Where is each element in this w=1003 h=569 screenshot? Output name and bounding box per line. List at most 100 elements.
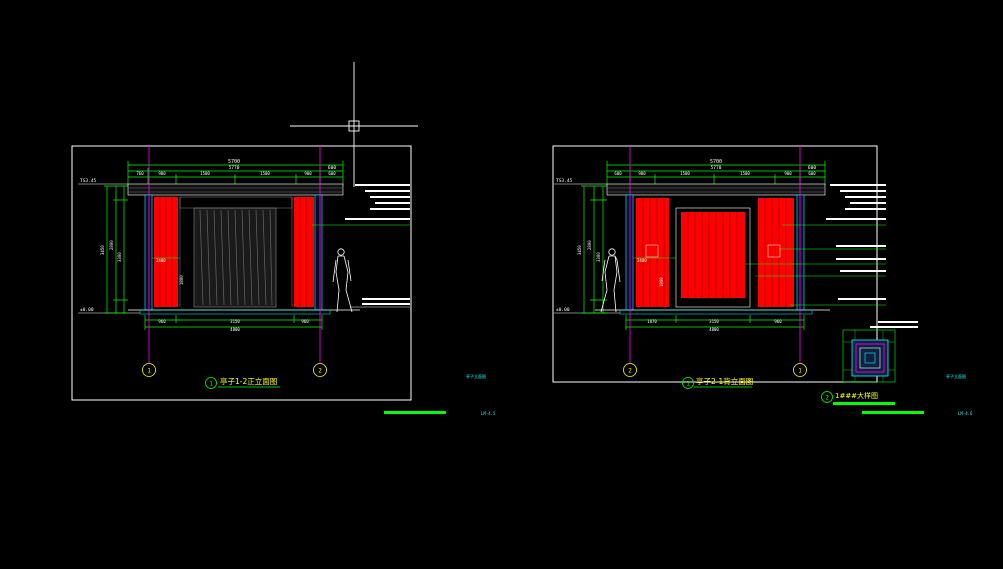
left-axis-marker-2: 2 [313, 363, 327, 377]
right-sheet: 5700 5770 600 600 900 1500 1500 900 600 … [552, 145, 973, 416]
svg-text:2: 2 [628, 368, 632, 375]
svg-text:2: 2 [318, 368, 322, 375]
right-roof-band [606, 183, 826, 196]
left-red-panel-right [294, 197, 314, 307]
right-top-dimensions [606, 161, 826, 186]
left-sub-dim-2: 600 [328, 165, 336, 171]
left-bottom-dimensions [144, 315, 323, 330]
left-seg-3: 1500 [200, 171, 210, 176]
left-bottom-dim-labels: 960 3150 960 4800 [158, 319, 309, 332]
svg-text:2: 2 [825, 395, 829, 402]
right-bottom-dim-2: 3150 [709, 319, 719, 324]
svg-text:1: 1 [209, 381, 213, 388]
left-bottom-dim-1: 960 [158, 319, 166, 324]
left-red-panel-lines [159, 197, 307, 307]
right-seg-4: 1500 [740, 171, 750, 176]
right-column-right [796, 194, 805, 311]
right-bottom-dim-labels: 1870 3150 960 4800 [647, 319, 782, 332]
left-sheet-bar [384, 411, 446, 414]
right-sub-dim-1: 5770 [711, 165, 722, 171]
right-overall-dim: 5700 [710, 159, 722, 165]
right-red-panel-center [681, 212, 745, 298]
right-side-dim-labels: 3450 2800 3300 [577, 240, 601, 262]
right-seg-3: 1500 [680, 171, 690, 176]
right-column-left [625, 194, 634, 311]
right-inner-dims: 2400 1800 [637, 258, 664, 287]
right-detail-title-text: 1###大样图 [835, 391, 878, 400]
left-side-dim-1: 3450 [100, 245, 105, 255]
svg-text:1: 1 [147, 368, 151, 375]
left-side-dim-5: 1800 [179, 275, 184, 285]
right-seg-6: 600 [808, 171, 816, 176]
left-seg-1: 760 [136, 171, 144, 176]
right-drawing-title: 1 亭子2-1背立面图 [682, 376, 753, 389]
right-side-dim-3: 3300 [596, 252, 601, 262]
right-detail-title: 2 1###大样图 [821, 391, 895, 405]
right-sheet-bar [862, 411, 924, 414]
right-corner-label: 亭子立面图 [946, 373, 966, 379]
right-seg-1: 600 [614, 171, 622, 176]
axis-marker-icon [793, 363, 807, 377]
left-callouts [312, 184, 410, 308]
svg-text:1: 1 [686, 381, 690, 388]
left-bottom-total: 4800 [230, 327, 240, 332]
left-drawing-title: 1 亭子1-2正立面图 [205, 376, 280, 389]
right-axis-marker-2: 1 [793, 363, 807, 377]
left-side-dim-3: 3300 [117, 252, 122, 262]
right-bottom-dim-3: 960 [774, 319, 782, 324]
right-side-dim-5: 1800 [659, 277, 664, 287]
axis-marker-icon [623, 363, 637, 377]
right-bottom-dim-1: 1870 [647, 319, 657, 324]
right-side-dim-4: 2400 [637, 258, 647, 263]
left-axis-marker-1: 1 [142, 363, 156, 377]
left-seg-5: 900 [304, 171, 312, 176]
human-figure-icon [600, 248, 621, 313]
right-level-top: TS3.45 [556, 178, 573, 184]
svg-text:1: 1 [798, 368, 802, 375]
right-seg-5: 900 [784, 171, 792, 176]
left-screen-slats [199, 209, 273, 306]
right-bottom-dimensions [625, 315, 805, 330]
left-bottom-dim-3: 960 [301, 319, 309, 324]
right-sub-dim-2: 600 [808, 165, 816, 171]
right-callouts [745, 184, 918, 328]
right-top-segments: 600 900 1500 1500 900 600 [614, 171, 816, 176]
left-roof-band [127, 183, 344, 196]
left-sheet-frame [71, 145, 412, 401]
right-side-dimensions [581, 185, 607, 314]
left-top-segments: 760 900 1500 1500 900 600 [136, 171, 336, 176]
left-sub-dim-1: 5770 [229, 165, 240, 171]
axis-marker-icon [142, 363, 156, 377]
left-side-dimensions [104, 185, 128, 314]
right-level-bottom: ±0.00 [556, 307, 570, 313]
right-side-dim-1: 3450 [577, 245, 582, 255]
left-corner-label: 亭子立面图 [466, 373, 486, 379]
crosshair-icon[interactable] [290, 62, 418, 187]
right-sheet-no: LM-4.6 [958, 411, 973, 416]
left-seg-2: 900 [158, 171, 166, 176]
left-sheet: 5700 5770 600 760 900 1500 1500 900 600 … [71, 145, 496, 416]
left-seg-4: 1500 [260, 171, 270, 176]
right-seg-2: 900 [638, 171, 646, 176]
left-inner-dims: 2400 1800 [156, 258, 184, 285]
axis-marker-icon [313, 363, 327, 377]
right-bottom-total: 4800 [709, 327, 719, 332]
right-title-text: 亭子2-1背立面图 [696, 376, 753, 386]
left-title-text: 亭子1-2正立面图 [220, 376, 277, 386]
left-level-bottom: ±0.00 [80, 307, 94, 313]
left-level-top: TS3.45 [80, 178, 97, 184]
left-sheet-no: LM-4.5 [481, 411, 496, 416]
right-detail-drawing [842, 329, 896, 383]
left-column-right [314, 194, 323, 311]
left-side-dim-4: 2400 [156, 258, 166, 263]
left-bottom-dim-2: 3150 [230, 319, 240, 324]
left-side-dim-2: 2800 [109, 240, 114, 250]
right-red-panel-lines [642, 198, 787, 307]
left-column-left [144, 194, 153, 311]
left-overall-dim: 5700 [228, 159, 240, 165]
right-side-dim-2: 2800 [587, 240, 592, 250]
left-side-dim-labels: 3450 2800 3300 [100, 240, 122, 262]
human-figure-icon [332, 248, 353, 313]
right-axis-marker-1: 2 [623, 363, 637, 377]
